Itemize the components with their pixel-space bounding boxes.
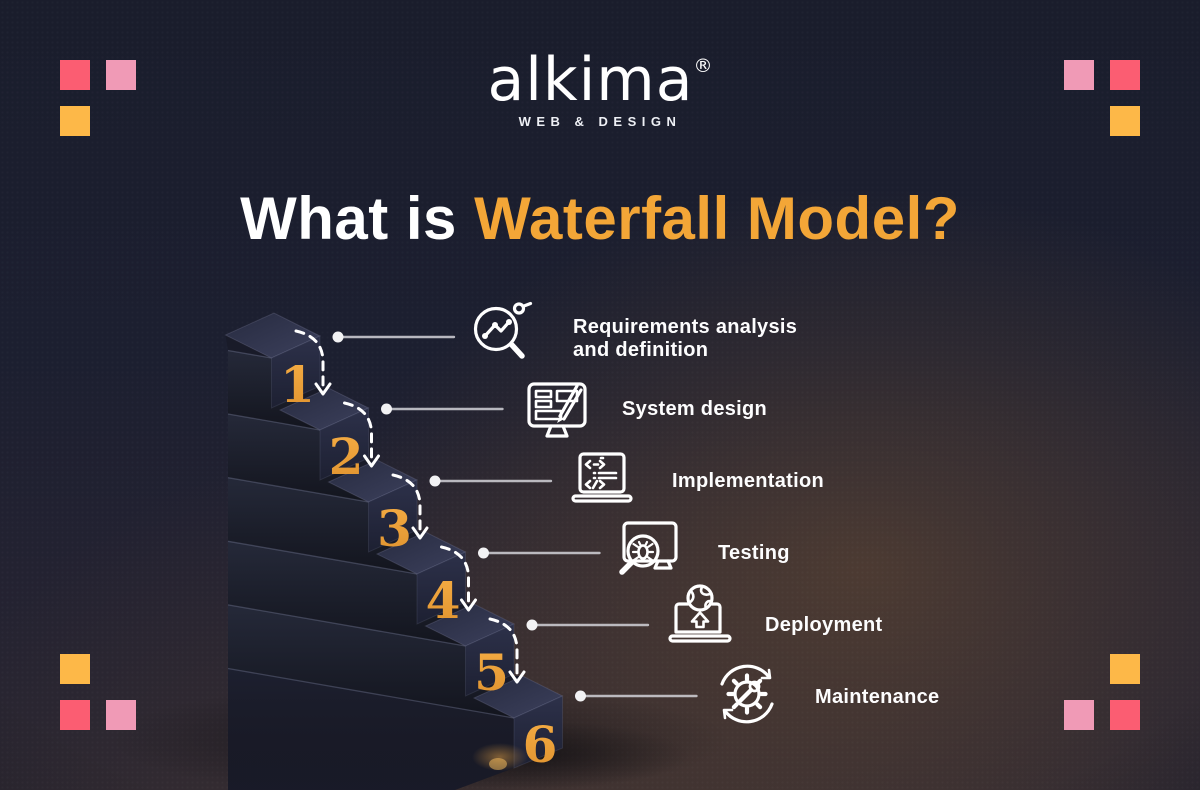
decor-square-pink xyxy=(1064,60,1094,90)
decor-square-red xyxy=(1110,700,1140,730)
brand-name: alkima xyxy=(487,45,694,115)
registered-mark: ® xyxy=(693,55,713,77)
step-number-3: 3 xyxy=(377,499,412,558)
decor-square-red xyxy=(60,60,90,90)
floor-shadow xyxy=(110,682,730,790)
requirements-analysis-icon xyxy=(467,296,543,372)
system-design-icon xyxy=(519,372,595,448)
flow-arrow-1 xyxy=(294,329,332,396)
flow-arrow-3 xyxy=(391,473,429,540)
title-highlight: Waterfall Model? xyxy=(474,185,960,252)
brand-logo: alkima® WEB & DESIGN xyxy=(0,50,1200,129)
decor-square-orange xyxy=(60,654,90,684)
page-title: What is Waterfall Model? xyxy=(0,183,1200,255)
step-label-2: System design xyxy=(622,398,768,420)
step6-floor-glow xyxy=(472,743,528,771)
deployment-icon xyxy=(662,584,738,660)
decor-square-orange xyxy=(1110,106,1140,136)
step-label-6: Maintenance xyxy=(815,686,940,708)
flow-arrow-2 xyxy=(343,401,380,468)
maintenance-icon xyxy=(709,656,785,732)
step-label-1: Requirements analysis and definition xyxy=(573,316,798,361)
testing-icon xyxy=(612,515,688,591)
brand-tagline: WEB & DESIGN xyxy=(518,114,682,129)
decor-square-red xyxy=(1110,60,1140,90)
step-number-6: 6 xyxy=(523,715,558,774)
decor-square-orange xyxy=(1110,654,1140,684)
implementation-icon xyxy=(564,444,640,520)
step-number-1: 1 xyxy=(280,355,315,414)
step-label-3: Implementation xyxy=(672,470,824,492)
step-number-4: 4 xyxy=(426,571,461,630)
step-numbers: 1 2 3 4 5 6 xyxy=(280,355,557,774)
decor-square-pink xyxy=(1064,700,1094,730)
decor-square-orange xyxy=(60,106,90,136)
flow-arrows xyxy=(294,329,526,684)
step-number-5: 5 xyxy=(474,643,509,702)
staircase-side-bands xyxy=(227,349,515,790)
step-label-4: Testing xyxy=(718,542,790,564)
step-number-2: 2 xyxy=(329,427,364,486)
decor-square-red xyxy=(60,700,90,730)
step-label-5: Deployment xyxy=(765,614,883,636)
step-top-faces xyxy=(224,312,564,719)
staircase-silhouette xyxy=(225,313,563,790)
flow-arrow-4 xyxy=(440,545,477,612)
decor-square-pink xyxy=(106,60,136,90)
flow-arrow-5 xyxy=(488,617,526,684)
title-prefix: What is xyxy=(240,185,475,252)
decor-square-pink xyxy=(106,700,136,730)
